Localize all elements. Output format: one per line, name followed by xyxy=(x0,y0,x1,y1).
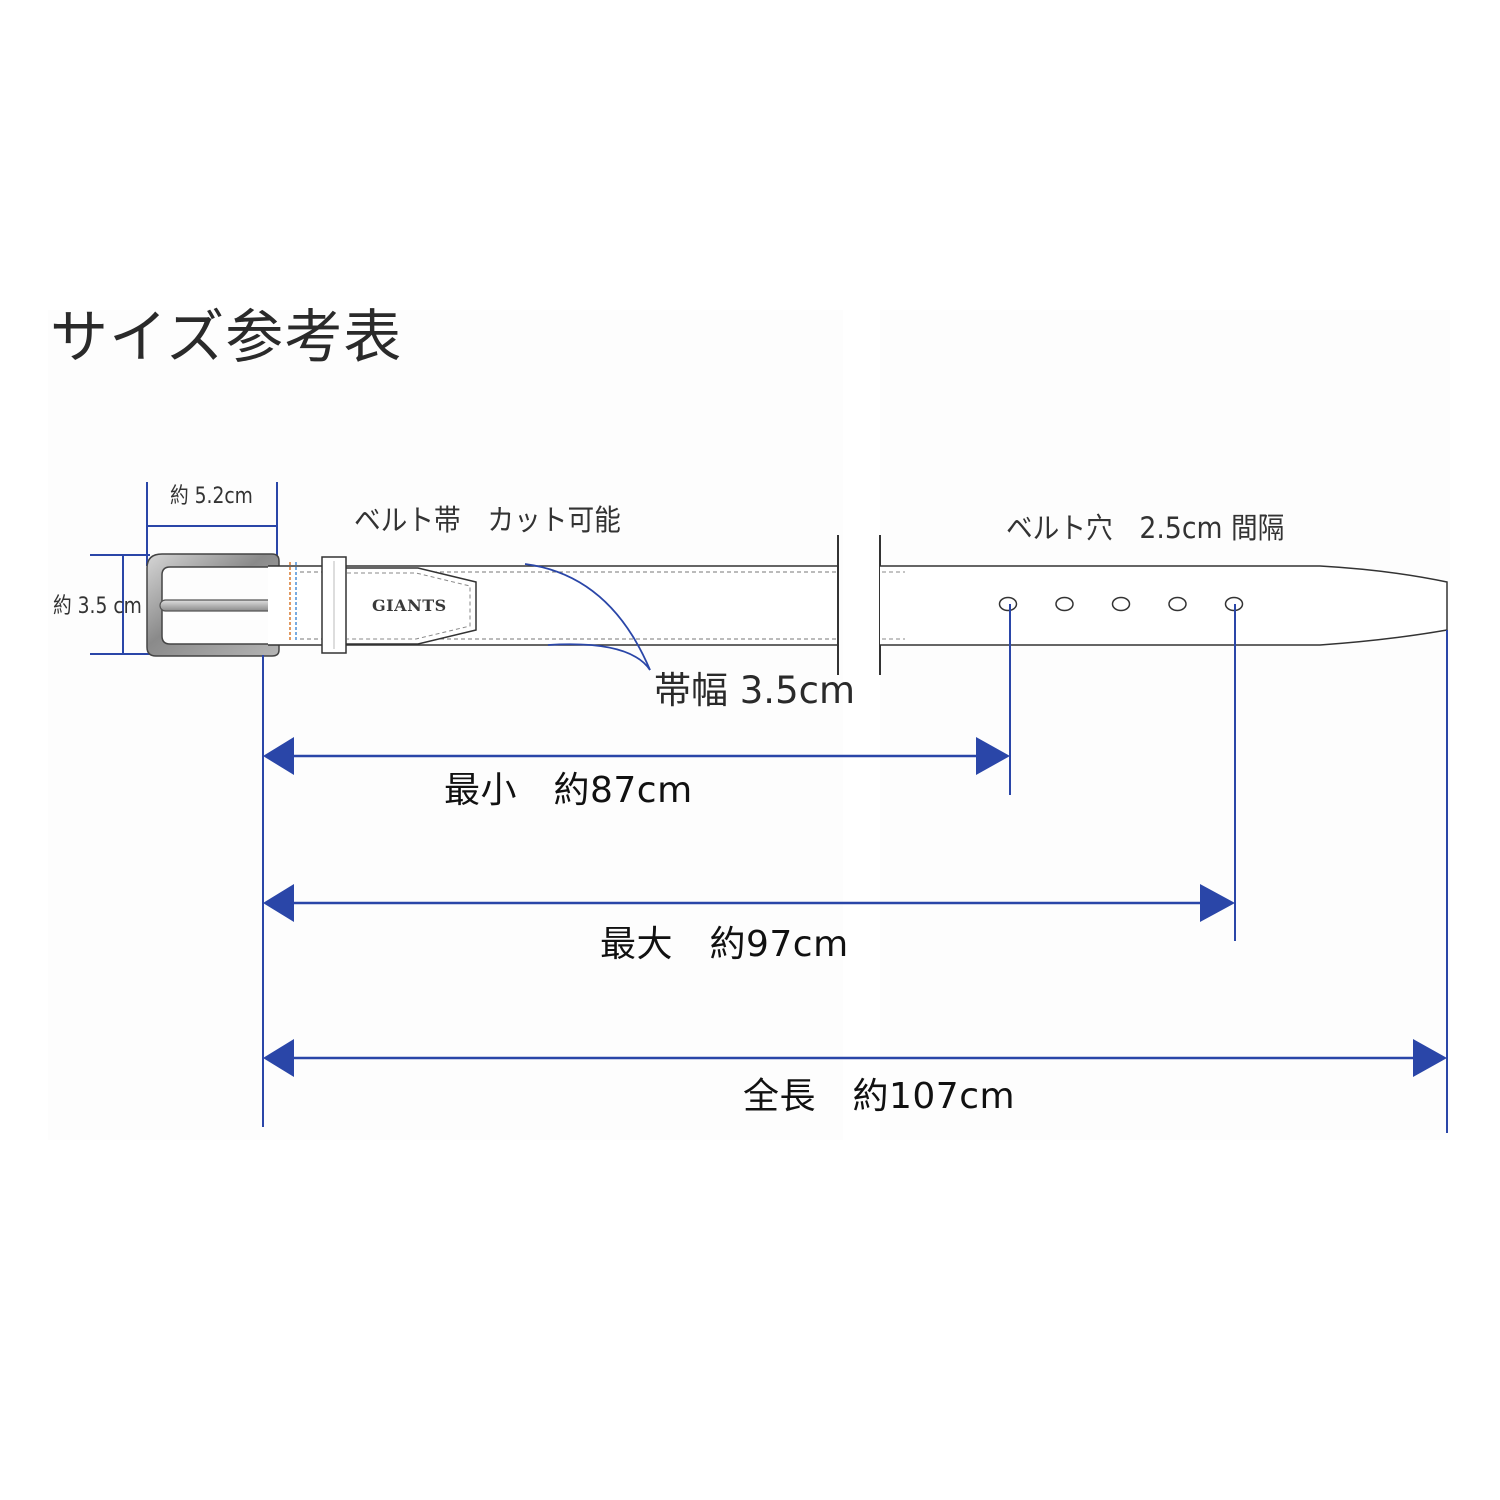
belt-hole xyxy=(1111,596,1131,612)
buckle-prong xyxy=(159,599,283,612)
min-length-label: 最小 約87cm xyxy=(444,770,693,811)
background-panel-left xyxy=(48,310,843,1140)
belt-hole xyxy=(998,596,1018,612)
extension-lines xyxy=(262,604,1448,1133)
belt-holes xyxy=(998,596,1244,612)
belt-hole xyxy=(1055,596,1074,612)
buckle-width-label: 約 5.2cm xyxy=(170,484,253,509)
buckle xyxy=(146,553,283,657)
logo-tab: GIANTS xyxy=(339,567,477,645)
strap-width-label: 帯幅 3.5cm xyxy=(654,669,855,712)
total-length-arrow xyxy=(263,1039,1447,1077)
strap-width-callout xyxy=(524,563,651,671)
max-length-arrow xyxy=(263,884,1235,922)
strap-cut-note: ベルト帯 カット可能 xyxy=(354,503,621,537)
giants-logo: GIANTS xyxy=(372,596,447,615)
buckle-width-dimension xyxy=(146,482,278,566)
background-panel-right xyxy=(880,310,1450,1140)
buckle-height-label: 約 3.5 cm xyxy=(53,594,142,619)
buckle-height-dimension xyxy=(90,554,150,655)
page-title: サイズ参考表 xyxy=(50,303,403,371)
total-length-label: 全長 約107cm xyxy=(743,1076,1016,1117)
hole-spacing-note: ベルト穴 2.5cm 間隔 xyxy=(1006,511,1285,545)
min-length-arrow xyxy=(263,737,1010,775)
belt-hole xyxy=(1168,596,1187,612)
belt-strap-right xyxy=(880,565,1448,646)
max-length-label: 最大 約97cm xyxy=(600,924,849,965)
